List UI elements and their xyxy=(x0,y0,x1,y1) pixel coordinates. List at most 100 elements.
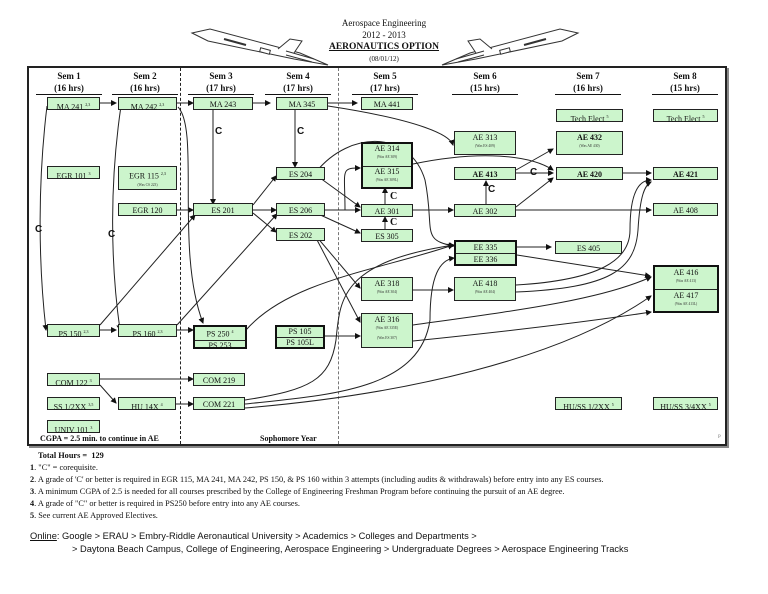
course-ae302[interactable]: AE 302 xyxy=(454,204,516,217)
course-ae313[interactable]: AE 313(Was ES 409) xyxy=(454,131,516,155)
course-ma241[interactable]: MA 241 2,3 xyxy=(47,97,100,112)
semester-header: Sem 8(15 hrs) xyxy=(650,70,720,95)
course-egr101[interactable]: EGR 101 3 xyxy=(47,166,100,181)
course-ps250[interactable]: PS 250 4 xyxy=(195,327,245,340)
course-es204[interactable]: ES 204 xyxy=(276,167,325,180)
course-code: MA 242 xyxy=(130,102,158,112)
course-ma242[interactable]: MA 242 2,3 xyxy=(118,97,177,112)
footnote-number: 2 xyxy=(30,475,35,484)
semester-name: Sem 8 xyxy=(673,71,697,81)
arrow xyxy=(315,237,361,323)
course-huss-34xx[interactable]: HU/SS 3/4XX 5 xyxy=(653,397,718,412)
course-ps160[interactable]: PS 160 2,3 xyxy=(118,324,177,339)
course-ae318[interactable]: AE 318(Was AE 304) xyxy=(361,277,413,301)
course-es201[interactable]: ES 201 xyxy=(193,203,253,216)
footnote-number: 1 xyxy=(30,463,35,472)
course-ps150[interactable]: PS 150 2,3 xyxy=(47,324,100,339)
course-ma441[interactable]: MA 441 xyxy=(361,97,413,110)
semester-name: Sem 3 xyxy=(209,71,233,81)
course-code: AE 421 xyxy=(672,170,699,179)
arrow xyxy=(252,175,277,206)
course-ae315[interactable]: AE 315(Was AE 309L) xyxy=(363,166,411,189)
footnote-ref: 3 xyxy=(90,425,93,430)
course-ae316[interactable]: AE 316(Was AE 335E)(Was ES 307) xyxy=(361,313,413,348)
sophomore-divider xyxy=(338,68,339,444)
course-ae418[interactable]: AE 418(Was AE 404) xyxy=(454,277,516,301)
course-ss12xx[interactable]: SS 1/2XX 3,5 xyxy=(47,397,100,412)
footnote-5: 5. See current AE Approved Electives. xyxy=(30,510,158,521)
course-ae432[interactable]: AE 432(Was AE 430) xyxy=(556,131,623,155)
semester-hours: (15 hrs) xyxy=(652,82,718,95)
arrow xyxy=(315,174,361,208)
semester-header: Sem 5(17 hrs) xyxy=(350,70,420,95)
footnote-ref: 2,3 xyxy=(157,329,163,334)
course-code: Tech Elect xyxy=(570,114,605,124)
cgpa-note: CGPA = 2.5 min. to continue in AE xyxy=(40,434,159,443)
course-code: AE 416 xyxy=(673,268,699,277)
semester-hours: (17 hrs) xyxy=(188,82,254,95)
course-ee336[interactable]: EE 336 xyxy=(456,253,515,265)
course-code: COM 122 xyxy=(55,378,88,388)
online-label: Online xyxy=(30,531,57,541)
course-ae314-ae315[interactable]: AE 314(Was AE 309)AE 315(Was AE 309L) xyxy=(361,142,413,189)
footnote-2: 2. A grade of 'C' or better is required … xyxy=(30,474,604,485)
course-univ101[interactable]: UNIV 101 3 xyxy=(47,420,100,435)
course-es202[interactable]: ES 202 xyxy=(276,228,325,241)
course-ma345[interactable]: MA 345 xyxy=(276,97,328,110)
course-com122[interactable]: COM 122 3 xyxy=(47,373,100,388)
course-ae416[interactable]: AE 416(Was AE 413) xyxy=(655,267,717,289)
course-ae301[interactable]: AE 301 xyxy=(361,204,413,217)
course-huss-12xx[interactable]: HU/SS 1/2XX 5 xyxy=(555,397,622,412)
footnote-number: 5 xyxy=(30,511,35,520)
freshman-divider xyxy=(180,68,181,444)
former-course-note: (Was AE 309L) xyxy=(375,178,399,182)
coreq-label: C xyxy=(35,224,43,235)
course-egr120[interactable]: EGR 120 xyxy=(118,203,177,216)
course-ae420[interactable]: AE 420 xyxy=(556,167,623,180)
online-path-line1: : Google > ERAU > Embry-Riddle Aeronauti… xyxy=(56,531,477,541)
course-ae408[interactable]: AE 408 xyxy=(653,203,718,216)
course-code: MA 243 xyxy=(209,100,237,109)
course-ae413[interactable]: AE 413 xyxy=(454,167,516,180)
course-ae421[interactable]: AE 421 xyxy=(653,167,718,180)
course-code: MA 441 xyxy=(373,100,401,109)
airplane-left-icon xyxy=(190,28,329,66)
arrow xyxy=(177,106,205,324)
course-ae417[interactable]: AE 417(Was AE 413L) xyxy=(655,289,717,312)
course-code: EGR 101 xyxy=(56,171,87,181)
course-ee335[interactable]: EE 335 xyxy=(473,243,498,252)
arrow xyxy=(245,243,454,331)
course-tech-elect-7[interactable]: Tech Elect 5 xyxy=(556,109,623,124)
total-hours-label: Total Hours = xyxy=(38,451,88,460)
course-code: UNIV 101 xyxy=(54,425,89,435)
footnote-ref: 2,3 xyxy=(159,102,165,107)
arrow xyxy=(244,242,455,401)
course-tech-elect-8[interactable]: Tech Elect 5 xyxy=(653,109,718,124)
online-path: Online: Google > ERAU > Embry-Riddle Aer… xyxy=(30,530,477,542)
course-com219[interactable]: COM 219 xyxy=(193,373,245,386)
semester-header: Sem 3(17 hrs) xyxy=(186,70,256,95)
course-hu14x[interactable]: HU 14X 4 xyxy=(118,397,176,412)
course-es206[interactable]: ES 206 xyxy=(276,203,325,216)
course-code: PS 160 xyxy=(132,329,156,339)
course-ps253[interactable]: PS 253 xyxy=(195,339,245,351)
course-es405[interactable]: ES 405 xyxy=(555,241,622,254)
course-ae416-ae417[interactable]: AE 416(Was AE 413)AE 417(Was AE 413L) xyxy=(653,265,719,313)
arrow xyxy=(99,384,117,404)
course-com221[interactable]: COM 221 xyxy=(193,397,245,410)
course-code: AE 302 xyxy=(472,207,498,216)
course-ma243[interactable]: MA 243 xyxy=(193,97,253,110)
course-ae314[interactable]: AE 314(Was AE 309) xyxy=(363,144,411,166)
course-ps105[interactable]: PS 105 xyxy=(288,327,312,336)
former-course-note: (Was ES 409) xyxy=(475,144,495,148)
course-es305[interactable]: ES 305 xyxy=(361,229,413,242)
semester-hours: (16 hrs) xyxy=(36,82,102,95)
course-ps105l[interactable]: PS 105L xyxy=(277,337,323,348)
course-code: HU/SS 3/4XX xyxy=(660,402,707,412)
course-egr115[interactable]: EGR 115 2,3(Was CS 223) xyxy=(118,166,177,190)
semester-name: Sem 7 xyxy=(576,71,600,81)
total-hours-value: 129 xyxy=(91,451,104,460)
